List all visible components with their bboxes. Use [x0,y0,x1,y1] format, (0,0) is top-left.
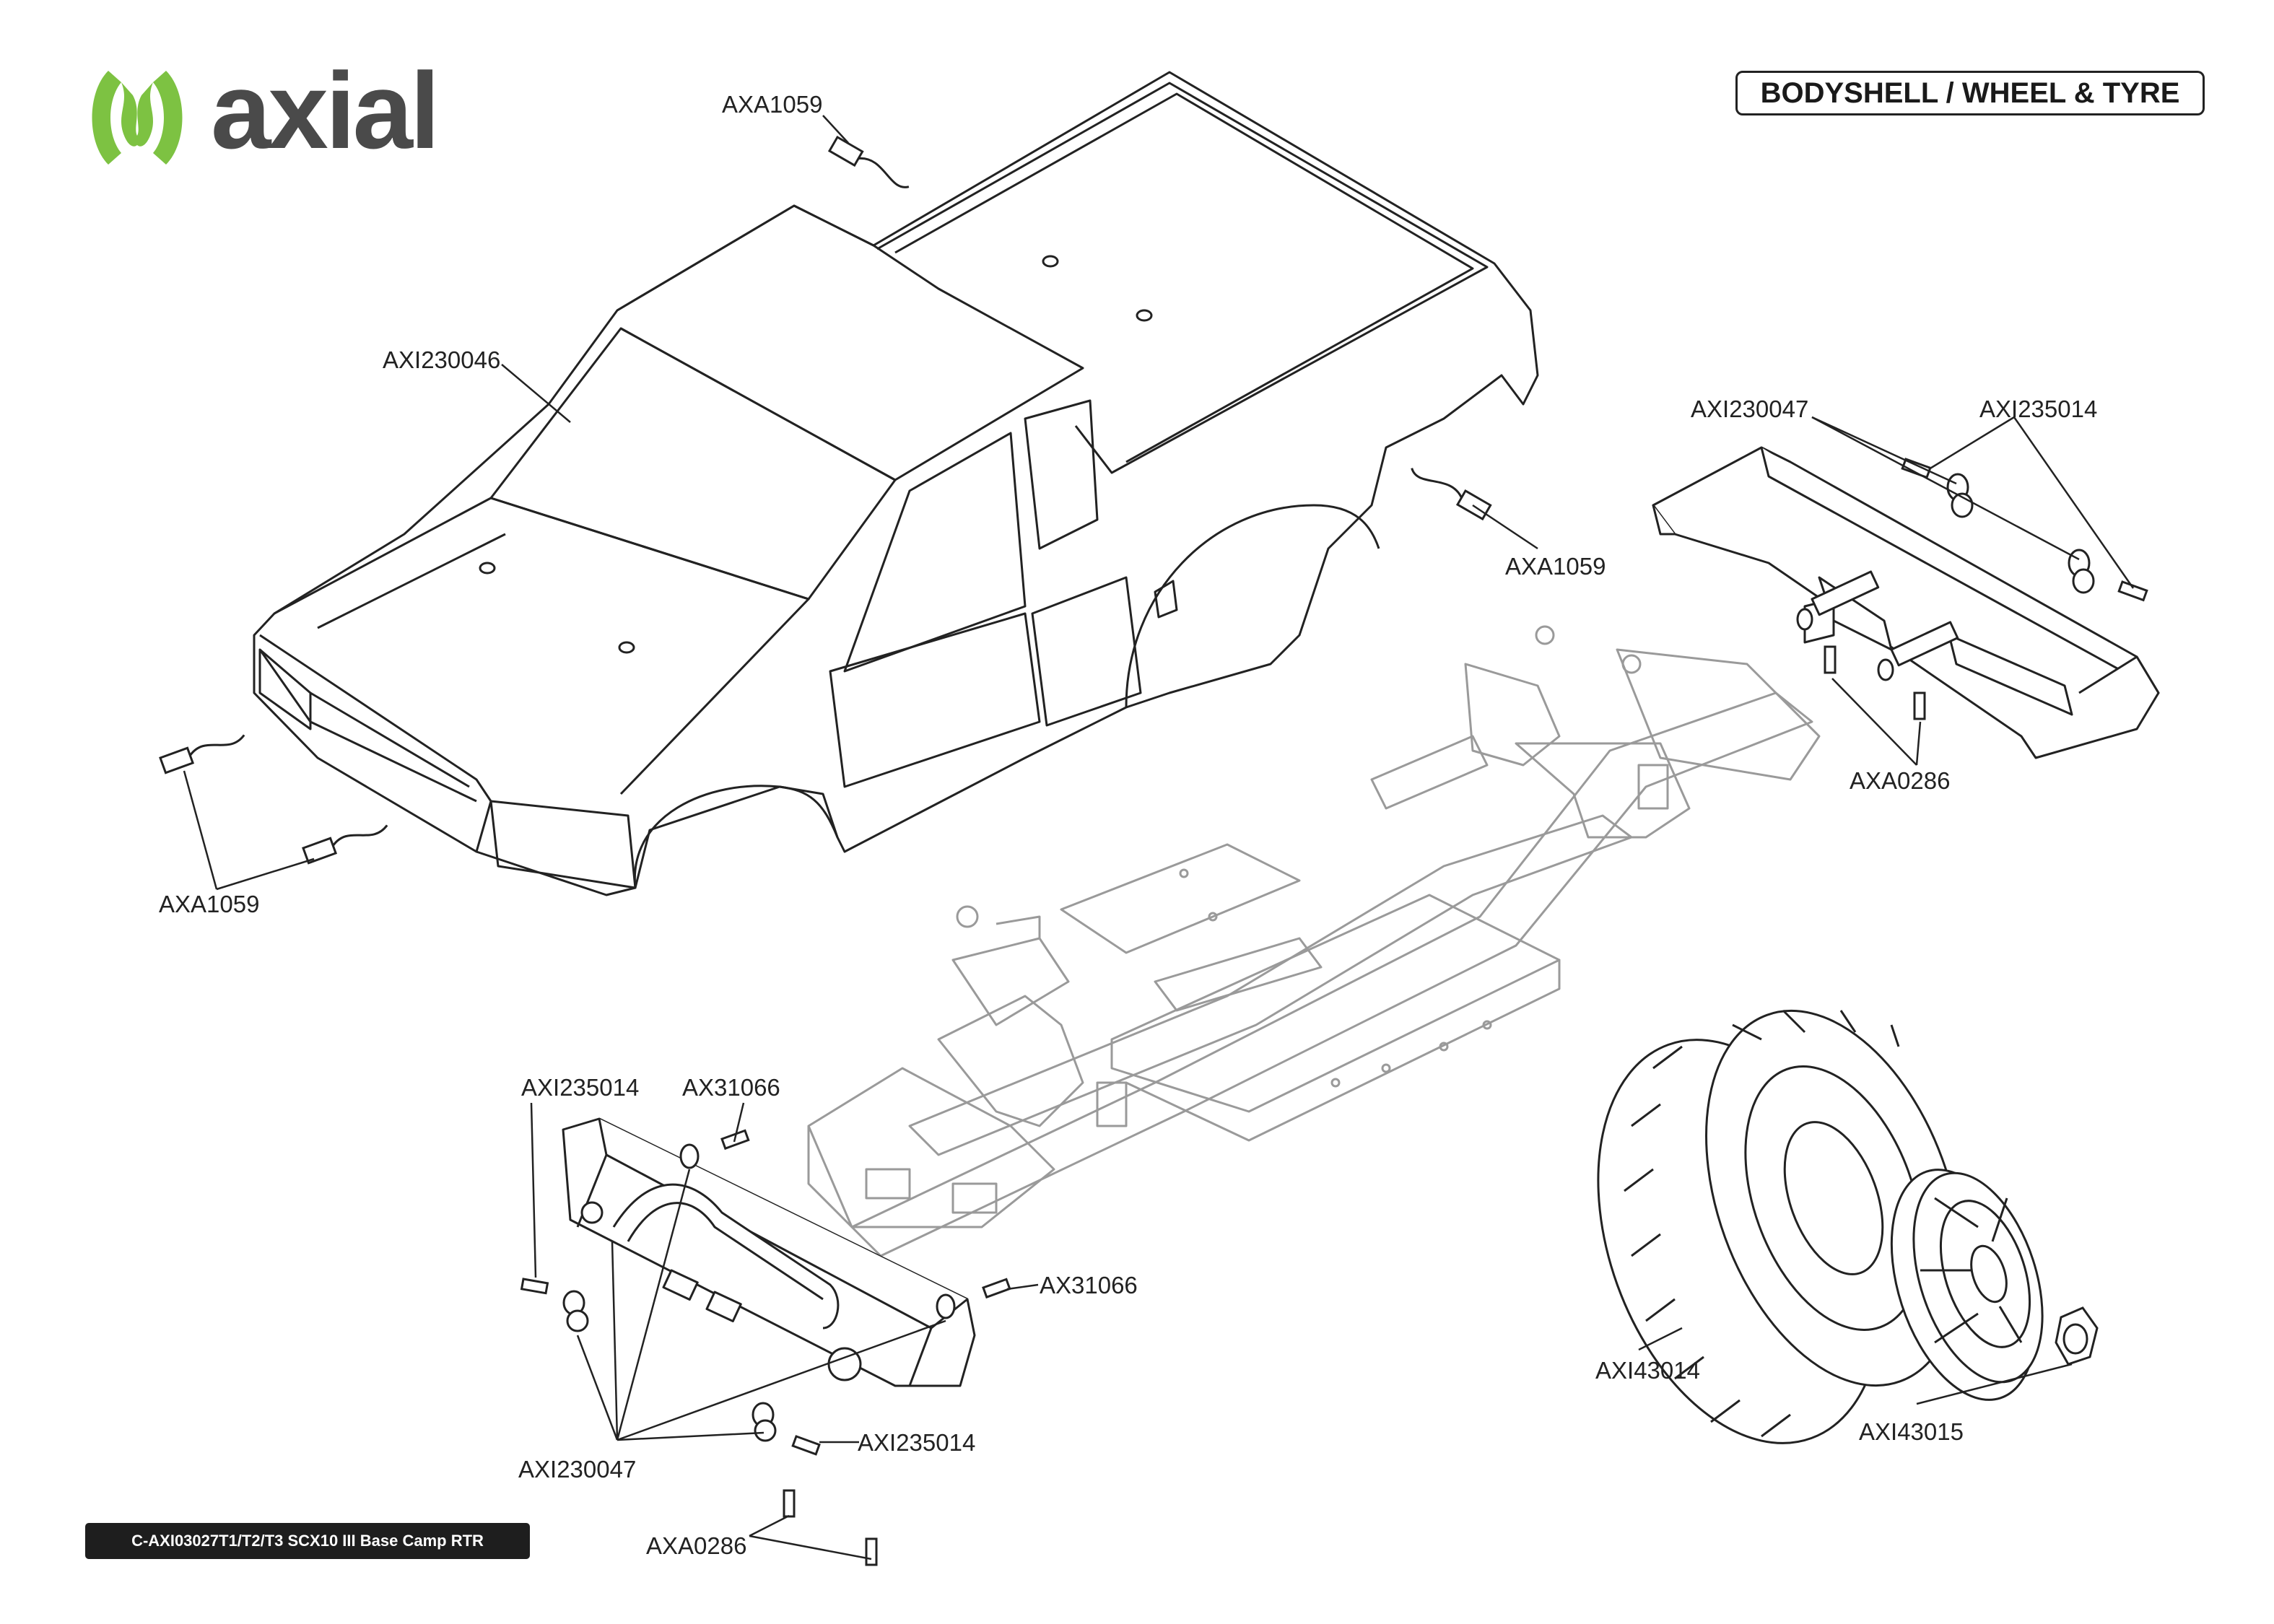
hex-hub-icon [2055,1306,2099,1366]
label-front-screw-side: AX31066 [1040,1272,1138,1298]
label-rear-shackle: AXI235014 [1979,396,2097,422]
label-body-clip-left: AXA1059 [159,891,259,917]
screw-icon [1824,458,2148,720]
rear-bumper [1652,446,2160,759]
label-front-shackle-bottom: AXI235014 [858,1429,975,1456]
part-labels: AXA1059 AXI230046 AXA1059 AXA1059 AXI230… [159,91,2097,1559]
label-wheel: AXI43015 [1859,1418,1964,1445]
label-rear-bumper: AXI230047 [1691,396,1808,422]
front-shackle-icon [562,1143,956,1442]
label-body-clip-top: AXA1059 [722,91,822,118]
wheel [1890,1169,2099,1401]
label-body-clip-right: AXA1059 [1505,553,1606,580]
section-title: BODYSHELL / WHEEL & TYRE [1735,71,2205,115]
label-rear-screw: AXA0286 [1850,767,1950,794]
rear-shackle-icon [1946,473,2095,594]
label-front-shackle-top: AXI235014 [521,1074,639,1101]
model-code-label: C-AXI03027T1/T2/T3 SCX10 III Base Camp R… [85,1523,530,1559]
axial-logo-icon [92,71,183,165]
label-front-bumper: AXI230047 [518,1456,636,1483]
front-bumper [562,1117,976,1387]
body-shell [253,71,1539,896]
chassis-frame [807,625,1821,1257]
body-clip-icon [159,135,1492,865]
label-front-screw-bottom: AXA0286 [646,1532,746,1559]
label-tire: AXI43014 [1595,1357,1700,1384]
label-front-screw-top: AX31066 [682,1074,780,1101]
leader-lines [183,115,2135,1560]
label-body-shell: AXI230046 [383,346,500,373]
brand-wordmark: axial [211,50,440,171]
